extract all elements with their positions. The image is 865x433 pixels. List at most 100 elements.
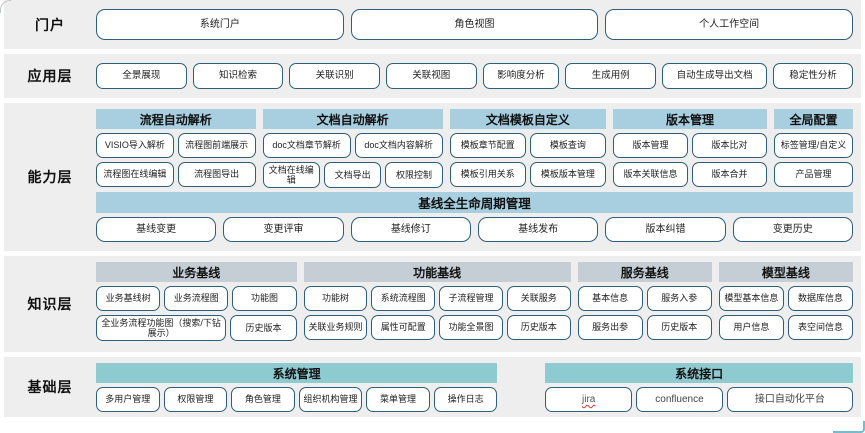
capability-button-3-2-2[interactable]: 模板版本管理 [529, 162, 607, 187]
knowledge-button-3-2-2[interactable]: 历史版本 [646, 315, 712, 340]
baseline-lifecycle-button-row: 基线变更变更评审基线修订基线发布版本纠错变更历史 [96, 217, 853, 243]
foundation-button-2-1[interactable]: jira [545, 387, 633, 412]
capability-button-3-1-2[interactable]: 模板查询 [529, 133, 607, 158]
foundation-button-1-6[interactable]: 操作日志 [433, 387, 498, 412]
portal-button-3[interactable]: 个人工作空间 [605, 9, 854, 40]
foundation-group-title-2: 系统接口 [545, 363, 853, 383]
knowledge-button-2-2-2[interactable]: 属性可配置 [371, 315, 436, 340]
knowledge-button-3-2-1[interactable]: 服务出参 [577, 315, 643, 340]
knowledge-button-1-2-1[interactable]: 全业务流程功能图（搜索/下钻展示） [96, 315, 227, 342]
capability-button-5-2-1[interactable]: 产品管理 [774, 162, 854, 187]
capability-button-4-2-2[interactable]: 版本合并 [692, 162, 768, 187]
baseline-lifecycle-button-1[interactable]: 基线变更 [96, 217, 217, 243]
application-button-row: 全景展现知识检索关联识别关联视图影响度分析生成用例自动生成导出文档稳定性分析 [96, 63, 854, 89]
capability-button-1-1-1[interactable]: VISIO导入解析 [96, 133, 174, 158]
capability-cell-row: 版本关联信息版本合并 [613, 162, 768, 187]
knowledge-cell-row: 关联业务规则属性可配置功能全景图历史版本 [303, 315, 571, 340]
knowledge-button-2-2-3[interactable]: 功能全景图 [439, 315, 503, 340]
foundation-button-1-4[interactable]: 组织机构管理 [298, 387, 363, 412]
capability-cell-row: 模板引用关系模板版本管理 [449, 162, 607, 187]
application-button-2[interactable]: 知识检索 [192, 63, 284, 89]
capability-button-3-1-1[interactable]: 模板章节配置 [449, 133, 526, 158]
knowledge-button-4-2-2[interactable]: 表空间信息 [787, 315, 854, 340]
foundation-button-1-5[interactable]: 菜单管理 [366, 387, 430, 412]
capability-button-2-2-3[interactable]: 权限控制 [385, 162, 443, 189]
layer-label-portal: 门户 [4, 0, 96, 49]
capability-button-4-1-2[interactable]: 版本比对 [692, 133, 768, 158]
capability-group-5: 全局配置标签管理/自定义产品管理 [774, 109, 854, 187]
capability-cell-row: 流程图在线编辑流程图导出 [96, 162, 256, 187]
application-button-3[interactable]: 关联识别 [289, 63, 380, 89]
capability-button-1-2-2[interactable]: 流程图导出 [177, 162, 256, 187]
application-button-1[interactable]: 全景展现 [96, 63, 187, 89]
knowledge-button-2-2-1[interactable]: 关联业务规则 [303, 315, 368, 340]
knowledge-cell-row: 全业务流程功能图（搜索/下钻展示）历史版本 [96, 315, 297, 342]
knowledge-button-1-1-1[interactable]: 业务基线树 [96, 286, 161, 311]
capability-button-2-2-2[interactable]: 文档导出 [323, 162, 382, 189]
capability-group-title-4: 版本管理 [613, 109, 768, 129]
application-button-4[interactable]: 关联视图 [385, 63, 477, 89]
capability-button-3-2-1[interactable]: 模板引用关系 [449, 162, 526, 187]
knowledge-button-3-1-1[interactable]: 基本信息 [577, 286, 643, 311]
layer-label-foundation: 基础层 [4, 357, 96, 417]
capability-button-5-1-1[interactable]: 标签管理/自定义 [774, 133, 854, 158]
foundation-cell-row: 多用户管理权限管理角色管理组织机构管理菜单管理操作日志 [96, 387, 498, 412]
foundation-button-1-2[interactable]: 权限管理 [163, 387, 228, 412]
application-button-5[interactable]: 影响度分析 [482, 63, 560, 89]
baseline-lifecycle-button-2[interactable]: 变更评审 [223, 217, 344, 243]
foundation-button-2-2[interactable]: confluence [636, 387, 723, 412]
knowledge-button-3-1-2[interactable]: 服务入参 [646, 286, 712, 311]
foundation-button-2-3[interactable]: 接口自动化平台 [726, 387, 853, 412]
knowledge-button-1-1-2[interactable]: 业务流程图 [164, 286, 229, 311]
knowledge-button-2-2-4[interactable]: 历史版本 [506, 315, 571, 340]
portal-button-1[interactable]: 系统门户 [96, 9, 344, 40]
capability-group-4: 版本管理版本管理版本比对版本关联信息版本合并 [613, 109, 768, 187]
baseline-lifecycle-button-6[interactable]: 变更历史 [732, 217, 853, 243]
knowledge-button-2-1-3[interactable]: 子流程管理 [439, 286, 503, 311]
baseline-lifecycle-button-3[interactable]: 基线修订 [350, 217, 471, 243]
knowledge-group-title-3: 服务基线 [577, 262, 712, 282]
knowledge-cell-row: 基本信息服务入参 [577, 286, 712, 311]
knowledge-button-2-1-1[interactable]: 功能树 [303, 286, 368, 311]
capability-button-4-2-1[interactable]: 版本关联信息 [613, 162, 689, 187]
knowledge-button-4-1-2[interactable]: 数据库信息 [787, 286, 854, 311]
baseline-lifecycle-button-4[interactable]: 基线发布 [477, 217, 599, 243]
portal-button-2[interactable]: 角色视图 [350, 9, 599, 40]
capability-button-4-1-1[interactable]: 版本管理 [613, 133, 689, 158]
jira-label: jira [582, 393, 596, 405]
baseline-lifecycle-title: 基线全生命周期管理 [96, 192, 853, 214]
application-button-7[interactable]: 自动生成导出文档 [662, 63, 768, 89]
capability-button-1-1-2[interactable]: 流程图前端展示 [177, 133, 256, 158]
knowledge-button-1-2-2[interactable]: 历史版本 [230, 315, 297, 342]
knowledge-button-4-2-1[interactable]: 用户信息 [718, 315, 784, 340]
knowledge-button-1-1-3[interactable]: 功能图 [232, 286, 297, 311]
application-button-6[interactable]: 生成用例 [565, 63, 657, 89]
application-button-8[interactable]: 稳定性分析 [773, 63, 854, 89]
baseline-lifecycle-button-5[interactable]: 版本纠错 [605, 217, 726, 243]
layer-label-capability: 能力层 [4, 103, 96, 251]
decorative-bottom-arc [833, 421, 865, 433]
knowledge-button-4-1-1[interactable]: 模型基本信息 [718, 286, 784, 311]
capability-group-title-2: 文档自动解析 [262, 109, 443, 129]
capability-button-2-1-1[interactable]: doc文档章节解析 [262, 133, 351, 158]
portal-button-row: 系统门户角色视图个人工作空间 [96, 9, 854, 40]
capability-button-2-1-2[interactable]: doc文档内容解析 [354, 133, 443, 158]
foundation-button-1-1[interactable]: 多用户管理 [96, 387, 160, 412]
knowledge-group-title-4: 模型基线 [718, 262, 854, 282]
capability-button-2-2-1[interactable]: 文档在线编辑 [262, 162, 320, 189]
capability-button-1-2-1[interactable]: 流程图在线编辑 [96, 162, 174, 187]
capability-group-title-3: 文档模板自定义 [449, 109, 607, 129]
layer-knowledge: 知识层 业务基线业务基线树业务流程图功能图全业务流程功能图（搜索/下钻展示）历史… [4, 256, 861, 352]
knowledge-button-2-1-4[interactable]: 关联服务 [506, 286, 571, 311]
foundation-button-1-3[interactable]: 角色管理 [231, 387, 295, 412]
knowledge-button-2-1-2[interactable]: 系统流程图 [371, 286, 436, 311]
knowledge-cell-row: 业务基线树业务流程图功能图 [96, 286, 297, 311]
